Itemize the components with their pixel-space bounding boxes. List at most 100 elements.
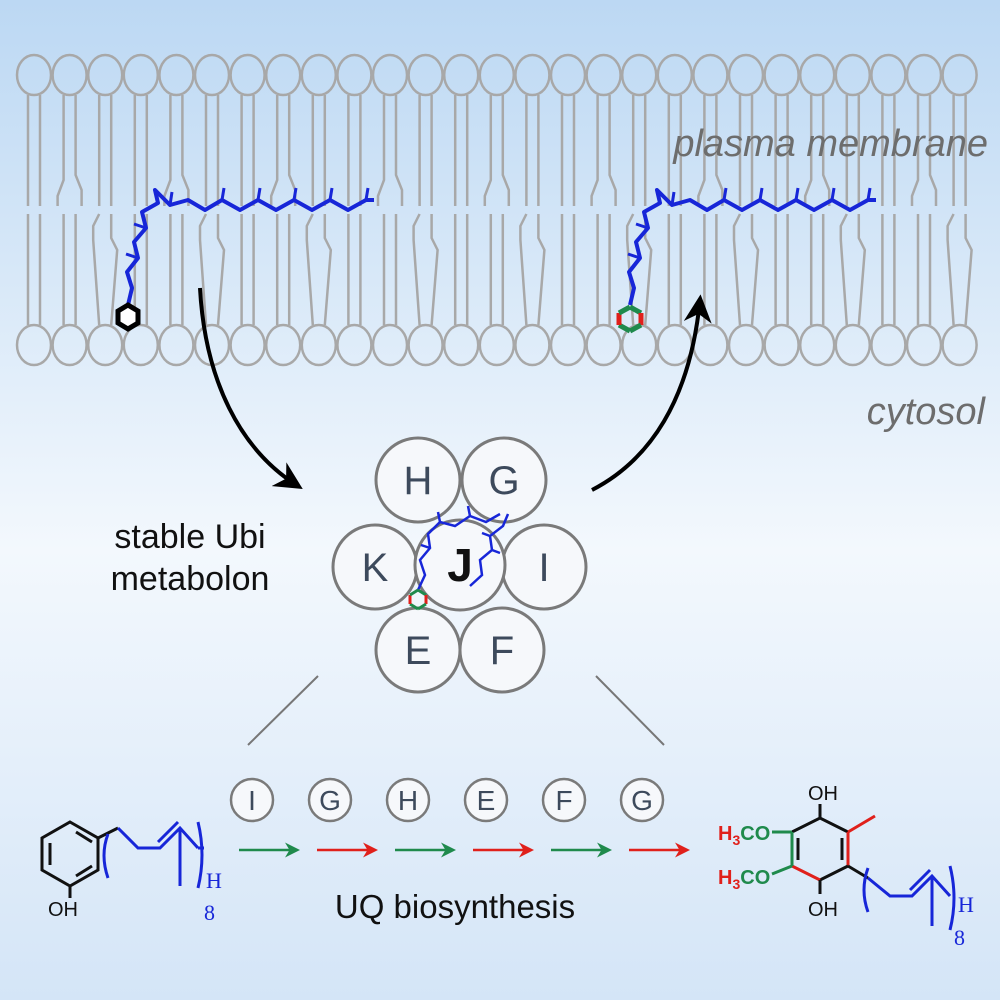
product-repeat: 8 — [954, 925, 965, 950]
enzyme-label: I — [248, 785, 256, 816]
lipid-top — [727, 53, 765, 206]
subunit-j-circle — [413, 518, 507, 612]
lipid-top — [905, 53, 943, 206]
lipid-top — [692, 53, 729, 206]
uq-biosynthesis-label: UQ biosynthesis — [335, 888, 575, 925]
lipid-top — [941, 53, 978, 206]
lipid-bottom — [442, 214, 480, 367]
product-oh-top: OH — [808, 783, 838, 805]
enzyme-circle — [541, 777, 587, 823]
quinone-ring-icon — [616, 304, 644, 334]
lipid-top — [51, 53, 88, 206]
lipid-bottom — [371, 214, 409, 367]
lipid-bottom — [763, 214, 800, 367]
lipid-top — [300, 53, 338, 206]
subunit-g-label: G — [488, 459, 519, 503]
enzyme-circle — [307, 777, 353, 823]
product-methoxy-1: H3CO — [718, 823, 770, 848]
lipid-bottom — [727, 213, 765, 367]
arrow-into-metabolon — [198, 287, 303, 489]
lipid-top — [514, 53, 551, 206]
subunit-e-label: E — [405, 629, 432, 673]
lipid-top — [86, 53, 124, 206]
lipid-bottom — [336, 214, 373, 367]
lipid-top — [15, 53, 53, 206]
enzyme-circle — [229, 777, 275, 823]
subunit-k-label: K — [362, 546, 389, 590]
lipid-chains-in-j — [416, 505, 510, 591]
lipid-bottom — [15, 214, 53, 367]
subunit-h-label: H — [404, 459, 433, 503]
substrate-in-membrane — [115, 187, 374, 332]
lipid-bottom — [264, 214, 302, 367]
lipid-bottom — [905, 214, 943, 367]
lipid-bottom — [478, 214, 516, 367]
lipid-bottom — [514, 213, 551, 367]
lipid-top — [870, 53, 907, 206]
lipid-top — [336, 53, 373, 206]
subunit-f-label: F — [490, 629, 514, 673]
ubi-metabolon: H G K J I E F — [331, 436, 588, 694]
zoom-line-left — [247, 675, 319, 746]
substrate-structure: OH H 8 — [40, 820, 222, 925]
lipid-bilayer — [15, 53, 978, 367]
lipid-bottom — [941, 213, 978, 367]
enzyme-label: H — [398, 785, 418, 816]
lipid-top — [158, 53, 195, 206]
product-methoxy-2: H3CO — [718, 867, 770, 892]
product-structure: OH OH H3CO H3CO H 8 — [718, 783, 974, 950]
lipid-top — [407, 53, 444, 206]
lipid-bottom — [51, 214, 88, 367]
phenol-ring-icon — [115, 302, 141, 332]
product-h: H — [958, 892, 974, 917]
substrate-oh: OH — [48, 899, 78, 921]
lipid-top — [549, 53, 587, 206]
enzyme-circle — [619, 777, 665, 823]
enzyme-label: F — [555, 785, 572, 816]
lipid-top — [834, 53, 872, 206]
membrane-label: plasma membrane — [672, 123, 988, 165]
enzyme-label: E — [477, 785, 496, 816]
lipid-bottom — [86, 213, 124, 367]
pathway-step: G — [307, 777, 378, 858]
enzyme-circle — [463, 777, 509, 823]
subunit-f-circle — [458, 606, 546, 694]
pathway-step: H — [385, 777, 456, 858]
lipid-bottom — [158, 214, 195, 367]
metabolon-label-line2: metabolon — [111, 560, 270, 598]
enzyme-label: G — [631, 785, 653, 816]
lipid-bottom — [300, 213, 338, 367]
substrate-repeat: 8 — [204, 900, 215, 925]
lipid-bottom — [798, 214, 836, 367]
lipid-top — [620, 53, 658, 206]
lipid-bottom — [407, 213, 444, 367]
pathway-step: E — [463, 777, 534, 858]
pathway-step: F — [541, 777, 612, 858]
lipid-bottom — [229, 214, 266, 367]
substrate-h: H — [206, 868, 222, 893]
lipid-top — [229, 53, 266, 206]
cytosol-label: cytosol — [867, 391, 987, 433]
lipid-bottom — [870, 214, 907, 367]
lipid-bottom — [834, 213, 872, 367]
subunit-j-label: J — [447, 539, 473, 591]
lipid-top — [193, 53, 231, 206]
subunit-i-label: I — [538, 546, 549, 590]
small-quinone-ring-icon — [408, 588, 428, 611]
lipid-top — [371, 53, 409, 206]
lipid-top — [122, 53, 160, 206]
metabolon-label-line1: stable Ubi — [114, 518, 265, 556]
lipid-top — [478, 53, 516, 206]
zoom-line-right — [595, 675, 665, 746]
lipid-top — [763, 53, 800, 206]
product-oh-bottom: OH — [808, 899, 838, 921]
subunit-h-circle — [374, 436, 462, 524]
enzyme-label: G — [319, 785, 341, 816]
product-in-membrane — [616, 187, 876, 334]
lipid-top — [585, 53, 622, 206]
lipid-top — [442, 53, 480, 206]
pathway-step: G — [619, 777, 690, 858]
lipid-bottom — [585, 214, 622, 367]
